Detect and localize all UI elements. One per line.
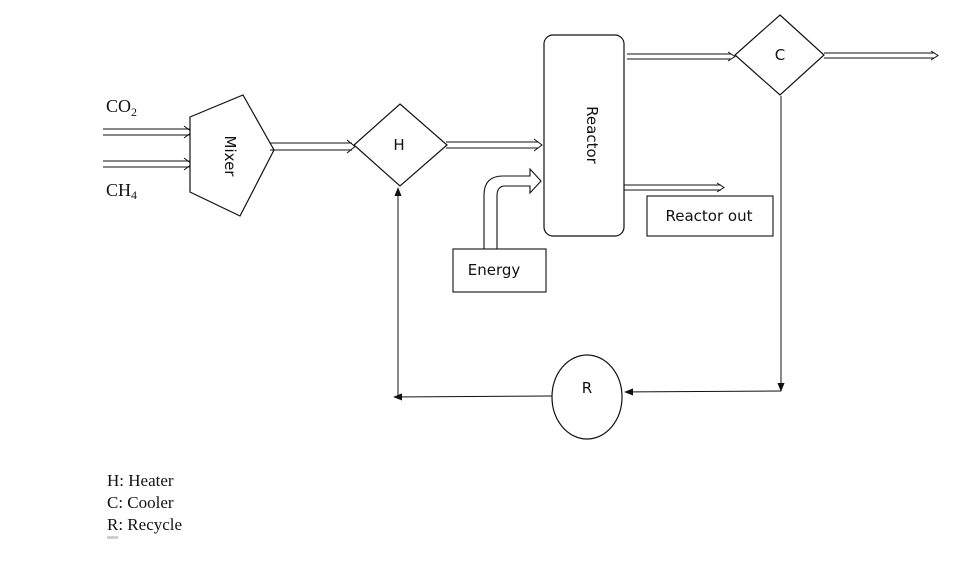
cooler-unit xyxy=(734,14,825,96)
heater-to-reactor-arrow xyxy=(446,138,543,152)
reactor-out-label: Reactor out xyxy=(666,207,753,225)
reactor-out-arrow xyxy=(624,182,725,193)
recycle-return-arrow xyxy=(393,393,553,401)
reactor-unit xyxy=(543,34,625,237)
reactor-label: Reactor xyxy=(583,106,601,164)
ch4-label: CH4 xyxy=(106,180,137,202)
cooler-label: C xyxy=(775,46,785,64)
heater-label: H xyxy=(393,136,404,154)
recycle-unit xyxy=(551,354,623,440)
mixer-unit xyxy=(189,94,275,217)
energy-box xyxy=(452,248,547,293)
heater-unit xyxy=(353,103,448,187)
co2-label: CO2 xyxy=(106,96,137,119)
legend-recycle: R: Recycle xyxy=(107,515,183,534)
legend-heater: H: Heater xyxy=(107,471,174,490)
legend-cooler: C: Cooler xyxy=(107,493,174,512)
to-recycle-arrow xyxy=(624,388,782,396)
co2-feed-arrow xyxy=(103,125,193,139)
reactor-out-box xyxy=(646,195,774,237)
cooler-outlet-arrow xyxy=(824,50,939,61)
ch4-feed-arrow xyxy=(103,157,193,171)
legend-underline xyxy=(107,536,118,539)
energy-label: Energy xyxy=(468,261,521,279)
recycle-label: R xyxy=(582,379,592,397)
energy-arrow xyxy=(483,167,542,249)
legend: H: Heater C: Cooler R: Recycle xyxy=(107,470,182,536)
mixer-to-heater-arrow xyxy=(270,139,356,154)
reactor-to-cooler-arrow xyxy=(627,51,736,62)
mixer-label: Mixer xyxy=(221,136,239,178)
